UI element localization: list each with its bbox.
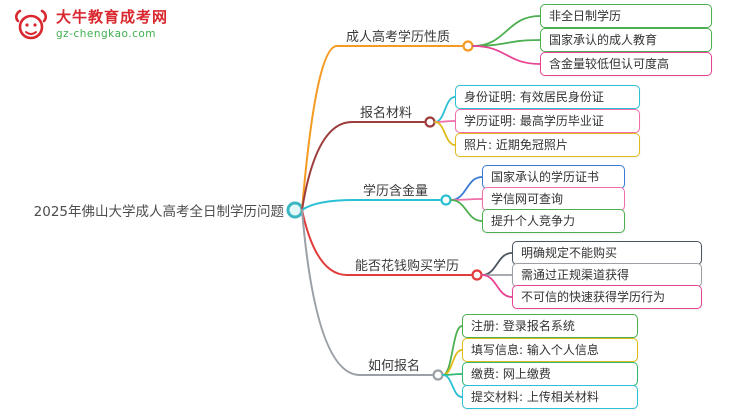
branch-toggle[interactable]	[471, 269, 483, 281]
logo-site-domain: gz-chengkao.com	[56, 28, 157, 40]
branch-leaf-connector	[481, 274, 513, 298]
leaf-node[interactable]: 身份证明: 有效居民身份证	[455, 85, 640, 109]
branch-node-5[interactable]: 如何报名	[368, 359, 421, 374]
leaf-node[interactable]: 国家承认的学历证书	[482, 165, 625, 189]
branch-node-3[interactable]: 学历含金量	[363, 184, 429, 199]
leaf-node[interactable]: 提交材料: 上传相关材料	[462, 385, 638, 409]
leaf-node[interactable]: 含金量较低但认可度高	[540, 52, 712, 76]
branch-leaf-connector	[442, 374, 463, 398]
leaf-node[interactable]: 非全日制学历	[540, 4, 712, 28]
branch-leaf-connector	[481, 252, 513, 276]
leaf-node[interactable]: 照片: 近期免冠照片	[455, 133, 640, 157]
root-topic-node[interactable]: 2025年佛山大学成人高考全日制学历问题	[33, 204, 284, 220]
leaf-node[interactable]: 缴费: 网上缴费	[462, 362, 638, 386]
branch-leaf-connector	[472, 39, 541, 47]
branch-toggle[interactable]	[424, 116, 436, 128]
leaf-node[interactable]: 学信网可查询	[482, 187, 625, 211]
leaf-node[interactable]: 需通过正规渠道获得	[512, 263, 702, 287]
leaf-node[interactable]: 明确规定不能购买	[512, 241, 702, 265]
branch-leaf-connector	[472, 15, 541, 47]
leaf-node[interactable]: 不可信的快速获得学历行为	[512, 285, 702, 309]
site-logo[interactable]: 大牛教育成考网 gz-chengkao.com	[12, 8, 168, 42]
branch-leaf-connector	[450, 199, 483, 222]
root-branch-connector	[301, 199, 356, 211]
root-branch-connector	[301, 209, 361, 376]
leaf-node[interactable]: 注册: 登录报名系统	[462, 314, 638, 338]
root-node-circle[interactable]	[286, 201, 304, 219]
logo-site-name: 大牛教育成考网	[56, 8, 169, 26]
branch-leaf-connector	[434, 121, 456, 146]
branch-node-4[interactable]: 能否花钱购买学历	[355, 259, 460, 274]
branch-node-2[interactable]: 报名材料	[360, 106, 413, 121]
root-branch-connector	[301, 209, 348, 276]
root-branch-connector	[301, 121, 353, 211]
branch-toggle[interactable]	[432, 369, 444, 381]
leaf-node[interactable]: 提升个人竞争力	[482, 209, 625, 233]
bull-logo-icon	[14, 9, 48, 40]
branch-leaf-connector	[450, 176, 483, 201]
leaf-node[interactable]: 国家承认的成人教育	[540, 28, 712, 52]
logo-text: 大牛教育成考网 gz-chengkao.com	[56, 8, 168, 40]
leaf-node[interactable]: 学历证明: 最高学历毕业证	[455, 109, 640, 133]
branch-toggle[interactable]	[440, 194, 452, 206]
branch-leaf-connector	[472, 45, 541, 65]
branch-toggle[interactable]	[462, 40, 474, 52]
leaf-node[interactable]: 填写信息: 输入个人信息	[462, 338, 638, 362]
branch-node-1[interactable]: 成人高考学历性质	[346, 30, 451, 45]
branch-leaf-connector	[434, 96, 456, 123]
root-branch-connector	[301, 45, 338, 211]
